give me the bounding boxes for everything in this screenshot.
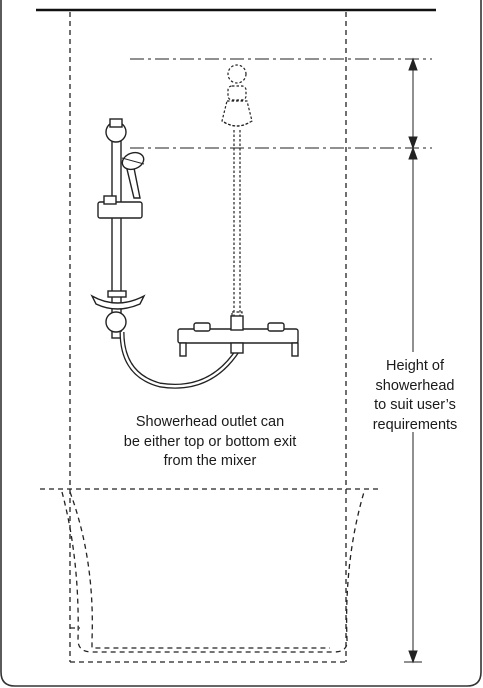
outlet-note-line-1: Showerhead outlet can — [135, 414, 285, 430]
dimension-arrows — [404, 57, 422, 664]
mixer-valve — [177, 315, 299, 357]
height-note-line-4: requirements — [372, 416, 458, 433]
height-note-line-1: Height of — [385, 358, 445, 374]
height-note: Height of showerhead to suit user’s requ… — [360, 357, 470, 435]
riser-rail — [90, 118, 241, 389]
alternative-showerhead — [221, 64, 253, 325]
bath-outline — [40, 488, 380, 653]
height-reference-lines — [130, 58, 432, 149]
enclosure-outline — [69, 12, 347, 663]
outlet-note: Showerhead outlet can be either top or b… — [100, 413, 320, 472]
height-note-line-2: showerhead — [375, 377, 455, 394]
height-note-line-3: to suit user’s — [374, 397, 456, 413]
outlet-note-line-3: from the mixer — [163, 453, 257, 469]
outlet-note-line-2: be either top or bottom exit — [123, 433, 297, 450]
